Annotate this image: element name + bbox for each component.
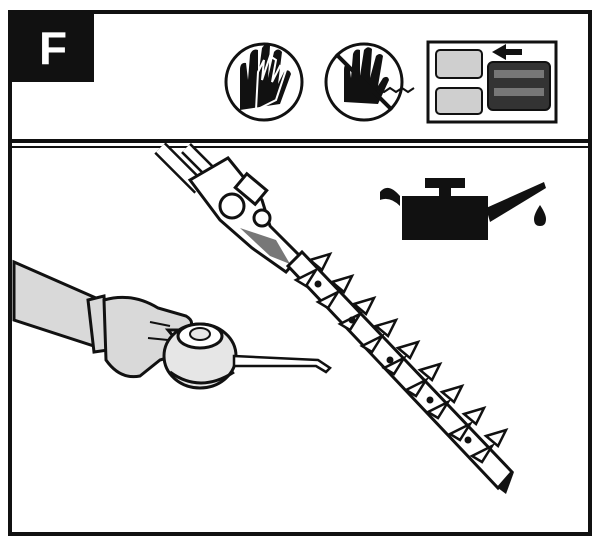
- step-badge: F: [12, 14, 94, 82]
- do-not-touch-blade-icon: [324, 42, 415, 122]
- hedge-trimmer: [154, 142, 303, 275]
- gloved-hand: [12, 259, 193, 379]
- step-label: F: [39, 22, 67, 74]
- oil-can-icon: [380, 178, 546, 240]
- trimmer-blade: [285, 249, 515, 494]
- wear-gloves-icon: [224, 42, 304, 122]
- oil-dispenser: [162, 322, 332, 390]
- remove-battery-icon: [426, 40, 558, 124]
